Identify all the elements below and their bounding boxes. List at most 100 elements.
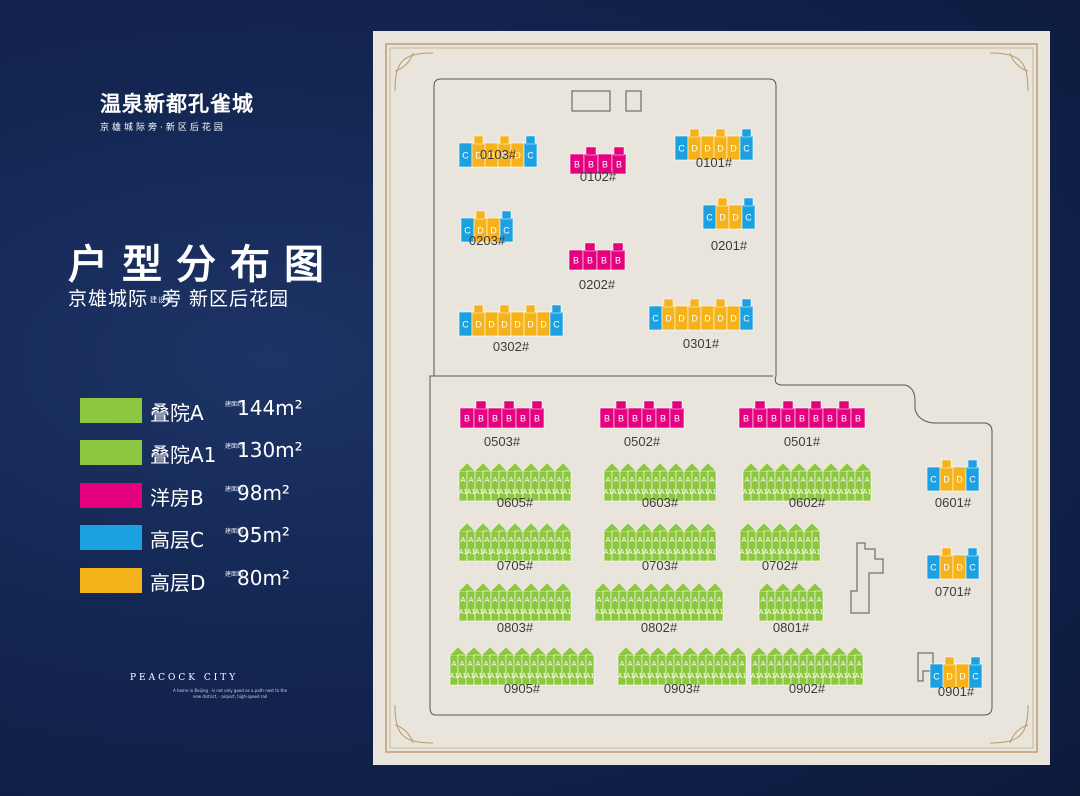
unit-roof — [458, 522, 476, 532]
unit-code: A — [555, 659, 560, 668]
unit-code: A1 — [586, 673, 595, 680]
building-0605[interactable]: AA1AA1AA1AA1AA1AA1AA1AA1AA1AA1AA1AA1AA1A… — [458, 462, 572, 510]
building-0803[interactable]: AA1AA1AA1AA1AA1AA1AA1AA1AA1AA1AA1AA1AA1A… — [458, 582, 572, 635]
unit-code: A1 — [562, 673, 571, 680]
unit-code: A — [708, 595, 713, 604]
unit-code: A1 — [799, 609, 808, 616]
unit-notch — [551, 304, 562, 314]
building-0703[interactable]: AA1AA1AA1AA1AA1AA1AA1AA1AA1AA1AA1AA1AA1A… — [603, 522, 717, 573]
unit-code: A1 — [555, 489, 564, 496]
unit-code: A — [840, 475, 845, 484]
unit-code: A — [531, 659, 536, 668]
unit-code: A1 — [515, 549, 524, 556]
legend-label: 洋房B — [150, 486, 204, 510]
building-label: 0702# — [762, 558, 799, 573]
unit-code: A — [620, 595, 625, 604]
unit-code: A1 — [499, 609, 508, 616]
unit-code: A1 — [791, 489, 800, 496]
unit-code: A1 — [507, 489, 516, 496]
building-0903[interactable]: AA1AA1AA1AA1AA1AA1AA1AA1AA1AA1AA1AA1AA1A… — [617, 646, 747, 696]
unit-code: A — [800, 659, 805, 668]
unit-code: B — [618, 414, 624, 424]
unit-code: A1 — [799, 673, 808, 680]
unit-code: B — [601, 256, 607, 266]
unit-code: D — [475, 320, 482, 330]
unit-code: A1 — [466, 673, 475, 680]
unit-code: A — [661, 475, 666, 484]
unit-code: A — [848, 659, 853, 668]
unit-code: A — [684, 595, 689, 604]
unit-code: A1 — [699, 609, 708, 616]
unit-code: A — [621, 535, 626, 544]
unit-code: A1 — [604, 549, 613, 556]
peacock-city-text: PEACOCK CITY — [130, 673, 239, 683]
building-label: 0201# — [711, 238, 748, 253]
building-0902[interactable]: AA1AA1AA1AA1AA1AA1AA1AA1AA1AA1AA1AA1AA1A… — [750, 646, 864, 696]
unit-notch — [810, 400, 822, 410]
building-0905[interactable]: AA1AA1AA1AA1AA1AA1AA1AA1AA1AA1AA1AA1AA1A… — [449, 646, 595, 696]
unit-roof — [665, 646, 683, 656]
brand-tagline: 京雄城际旁·新区后花园 — [100, 123, 226, 133]
unit-code: A — [516, 475, 521, 484]
building-0603[interactable]: AA1AA1AA1AA1AA1AA1AA1AA1AA1AA1AA1AA1AA1A… — [603, 462, 717, 510]
building-label: 0903# — [664, 681, 701, 696]
unit-code: A — [792, 595, 797, 604]
unit-code: A1 — [563, 549, 572, 556]
building-label: 0801# — [773, 620, 810, 635]
unit-roof — [449, 646, 467, 656]
unit-roof — [699, 522, 717, 532]
legend-label: 叠院A1 — [150, 443, 217, 467]
unit-code: A1 — [759, 489, 768, 496]
unit-code: D — [943, 563, 950, 573]
building-0705[interactable]: AA1AA1AA1AA1AA1AA1AA1AA1AA1AA1AA1AA1AA1A… — [458, 522, 572, 573]
legend-label: 高层C — [150, 528, 204, 552]
unit-code: A — [792, 659, 797, 668]
unit-roof — [619, 462, 637, 472]
unit-code: D — [477, 226, 484, 236]
unit-code: A — [476, 475, 481, 484]
unit-code: A1 — [482, 673, 491, 680]
unit-roof — [766, 646, 784, 656]
unit-roof — [603, 462, 621, 472]
legend-swatch — [80, 568, 142, 593]
unit-code: A — [781, 535, 786, 544]
unit-code: A1 — [491, 489, 500, 496]
unit-roof — [699, 462, 717, 472]
unit-code: A1 — [459, 609, 468, 616]
unit-code: C — [745, 213, 752, 223]
unit-roof — [522, 522, 540, 532]
unit-code: A — [548, 535, 553, 544]
building-label: 0203# — [469, 233, 506, 248]
unit-code: A1 — [498, 673, 507, 680]
unit-code: A — [701, 535, 706, 544]
unit-code: A — [491, 659, 496, 668]
unit-code: A1 — [863, 489, 872, 496]
unit-code: A1 — [651, 609, 660, 616]
unit-roof — [683, 522, 701, 532]
unit-code: A — [563, 659, 568, 668]
unit-code: A1 — [683, 609, 692, 616]
unit-roof — [774, 462, 792, 472]
building-label: 0302# — [493, 339, 530, 354]
unit-roof — [538, 582, 556, 592]
building-0602[interactable]: AA1AA1AA1AA1AA1AA1AA1AA1AA1AA1AA1AA1AA1A… — [742, 462, 872, 510]
page-subtitle: 京雄城际建设中旁 新区后花园 — [68, 284, 289, 311]
building-0802[interactable]: AA1AA1AA1AA1AA1AA1AA1AA1AA1AA1AA1AA1AA1A… — [594, 582, 724, 635]
unit-code: A — [467, 659, 472, 668]
